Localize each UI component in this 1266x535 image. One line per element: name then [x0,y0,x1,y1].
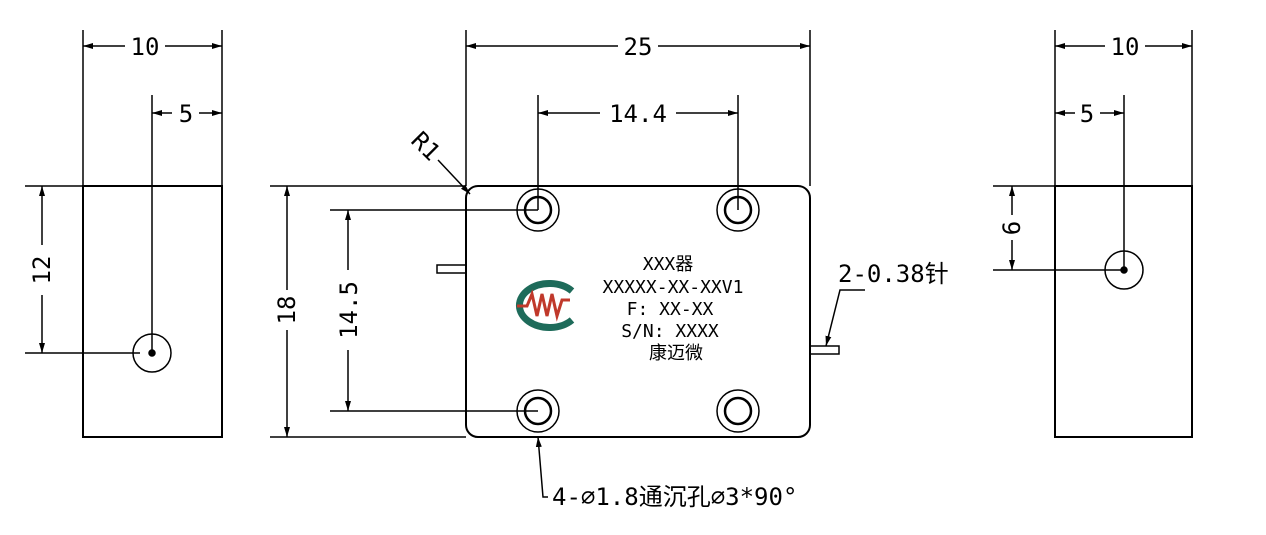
left-offset-label: 5 [179,100,193,128]
mounting-hole-top-left [516,188,560,232]
hole-note-label: 4-∅1.8通沉孔∅3*90° [552,483,797,511]
hole-note-leader [535,436,548,498]
right-offset-label: 5 [1080,100,1094,128]
left-pin-circle [132,333,172,373]
right-pin-circle [1104,250,1144,290]
front-view-body [465,185,811,438]
company-logo [515,280,575,331]
right-width-label: 10 [1111,33,1140,61]
hole-spacing-x-label: 14.4 [609,100,667,128]
left-height-label: 12 [28,256,56,285]
model-number: XXXXX-XX-XXV1 [603,277,744,298]
mounting-hole-bottom-right [716,389,760,433]
front-height-label: 18 [273,296,301,325]
pin-note-label: 2-0.38针 [838,260,949,288]
left-width-label: 10 [131,33,160,61]
right-side-view [993,30,1193,438]
right-height-label: 6 [998,221,1026,235]
hole-spacing-y-label: 14.5 [335,281,363,339]
front-view [270,30,865,498]
serial-number: S/N: XXXX [621,321,719,342]
left-side-view [25,30,223,438]
pin-note-leader [825,289,865,347]
mounting-hole-top-right [716,188,760,232]
front-width-label: 25 [624,33,653,61]
manufacturer-name: 康迈微 [649,343,703,364]
frequency-label: F: XX-XX [627,299,714,320]
mounting-hole-bottom-left [516,389,560,433]
right-pin [809,345,840,355]
logo-wave [517,289,570,322]
corner-radius-label: R1 [406,126,446,166]
left-pin [436,264,467,274]
product-name: XXX器 [643,254,694,275]
corner-radius-leader [437,159,471,195]
